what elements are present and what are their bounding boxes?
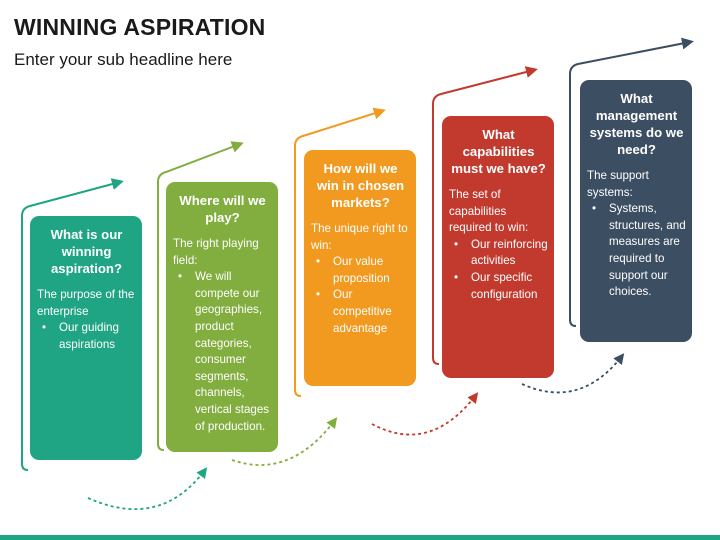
- step-intro: The set of capabilities required to win:: [449, 188, 529, 235]
- step-heading: How will we win in chosen markets?: [316, 161, 405, 210]
- step-bullet: Our value proposition: [311, 254, 410, 287]
- step-bullet: Our specific configuration: [449, 270, 548, 303]
- step-2-outline-arrow: [157, 141, 244, 451]
- step-bullet: Our reinforcing activities: [449, 237, 548, 270]
- dashed-connector-1-2: [87, 467, 208, 511]
- dashed-connector-2-3: [231, 417, 338, 466]
- step-1-outline-arrow: [21, 178, 124, 471]
- step-heading: Where will we play?: [179, 193, 266, 225]
- dashed-connector-3-4: [371, 392, 479, 436]
- page-subtitle: Enter your sub headline here: [14, 50, 233, 69]
- step-intro: The unique right to win:: [311, 222, 408, 252]
- step-card-how-to-win: How will we win in chosen markets? The u…: [304, 150, 416, 386]
- footer-accent-bar: [0, 535, 720, 540]
- step-5-outline-arrow: [569, 37, 694, 327]
- step-bullets: Systems, structures, and measures are re…: [587, 201, 686, 301]
- step-bullet: Systems, structures, and measures are re…: [587, 201, 686, 301]
- step-bullet: We will compete our geographies, product…: [173, 269, 272, 435]
- dashed-connector-4-5: [521, 353, 625, 394]
- step-bullets: We will compete our geographies, product…: [173, 269, 272, 435]
- step-bullets: Our guiding aspirations: [37, 320, 136, 353]
- step-card-management-systems: What management systems do we need? The …: [580, 80, 692, 342]
- step-card-where-to-play: Where will we play? The right playing fi…: [166, 182, 278, 452]
- step-bullet: Our competitive advantage: [311, 287, 410, 337]
- step-bullets: Our value proposition Our competitive ad…: [311, 254, 410, 337]
- step-bullet: Our guiding aspirations: [37, 320, 136, 353]
- page-title: WINNING ASPIRATION: [14, 14, 266, 40]
- step-heading: What capabilities must we have?: [451, 127, 546, 176]
- step-heading: What management systems do we need?: [589, 91, 684, 157]
- step-intro: The support systems:: [587, 169, 649, 199]
- step-intro: The purpose of the enterprise: [37, 288, 135, 318]
- step-4-outline-arrow: [432, 66, 538, 365]
- step-heading: What is our winning aspiration?: [50, 227, 123, 276]
- step-card-winning-aspiration: What is our winning aspiration? The purp…: [30, 216, 142, 460]
- step-bullets: Our reinforcing activities Our specific …: [449, 237, 548, 303]
- step-3-outline-arrow: [294, 107, 386, 397]
- step-intro: The right playing field:: [173, 237, 259, 267]
- step-card-capabilities: What capabilities must we have? The set …: [442, 116, 554, 378]
